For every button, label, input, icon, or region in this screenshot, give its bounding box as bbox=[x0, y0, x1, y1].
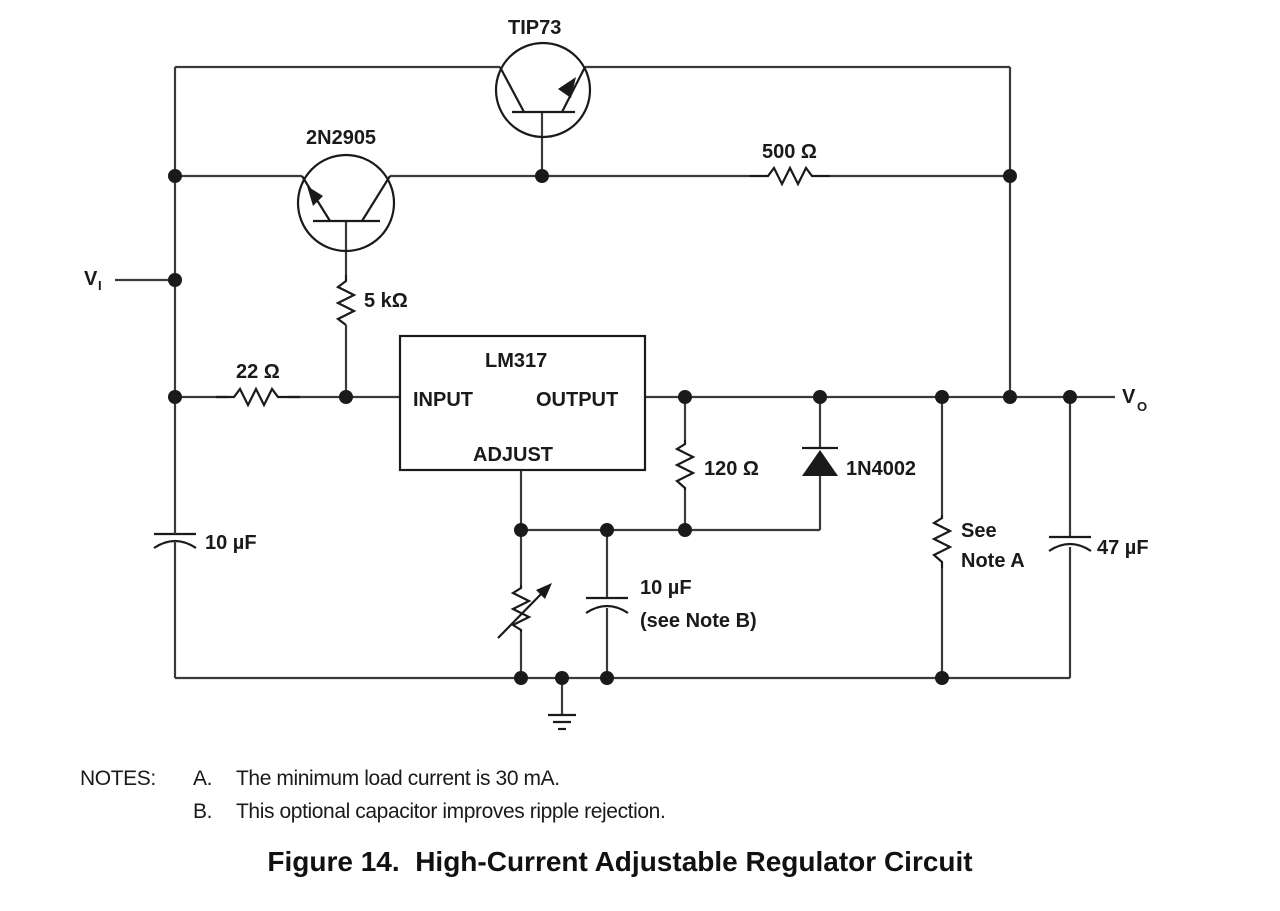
diode-triangle-icon bbox=[802, 450, 838, 476]
resistor-5k-label: 5 kΩ bbox=[364, 290, 408, 312]
tip73-label: TIP73 bbox=[508, 17, 561, 39]
junction-node bbox=[935, 671, 949, 685]
junction-node bbox=[514, 523, 528, 537]
cadj-note: (see Note B) bbox=[640, 610, 757, 632]
junction-node bbox=[168, 273, 182, 287]
junction-node bbox=[168, 169, 182, 183]
regulator-adjust-pin: ADJUST bbox=[473, 444, 553, 466]
junction-node bbox=[555, 671, 569, 685]
capacitor-curved-plate bbox=[1048, 542, 1092, 552]
note-letter: A. bbox=[193, 766, 213, 790]
vout-subscript: O bbox=[1137, 399, 1147, 414]
note-row: B. This optional capacitor improves ripp… bbox=[80, 795, 666, 828]
emitter-arrow-icon bbox=[307, 186, 323, 206]
junction-node bbox=[168, 390, 182, 404]
regulator-part-label: LM317 bbox=[485, 350, 547, 372]
capacitor-47uf: 47 µF bbox=[1048, 535, 1149, 559]
resistor-22-label: 22 Ω bbox=[236, 361, 280, 383]
junction-node bbox=[813, 390, 827, 404]
resistor-5k-ohm: 5 kΩ bbox=[335, 275, 408, 326]
notes-header: NOTES: bbox=[80, 766, 156, 790]
2n2905-label: 2N2905 bbox=[306, 127, 376, 149]
capacitor-curved-plate bbox=[585, 604, 629, 614]
input-terminal: V I bbox=[84, 268, 102, 293]
transistor-2n2905: 2N2905 bbox=[296, 127, 396, 253]
resistor-500-ohm: 500 Ω bbox=[750, 141, 830, 187]
output-terminal: V O bbox=[1122, 386, 1147, 414]
junction-node bbox=[535, 169, 549, 183]
junction-node bbox=[514, 671, 528, 685]
diode-label: 1N4002 bbox=[846, 458, 916, 480]
vout-label: V bbox=[1122, 386, 1136, 408]
capacitor-10uf-input: 10 µF bbox=[153, 520, 257, 554]
variable-arrow-icon bbox=[536, 583, 552, 599]
resistor-zigzag-icon bbox=[674, 440, 696, 490]
junction-node bbox=[678, 390, 692, 404]
note-text: The minimum load current is 30 mA. bbox=[236, 766, 560, 790]
regulator-output-pin: OUTPUT bbox=[536, 389, 618, 411]
cadj-label: 10 µF bbox=[640, 577, 692, 599]
load-label-line1: See bbox=[961, 520, 997, 542]
junction-node bbox=[935, 390, 949, 404]
resistor-500-label: 500 Ω bbox=[762, 141, 817, 163]
capacitor-10uf-adjust: 10 µF (see Note B) bbox=[585, 577, 757, 632]
transistor-tip73: TIP73 bbox=[494, 17, 592, 139]
resistor-22-ohm: 22 Ω bbox=[216, 361, 300, 408]
junction-node bbox=[1003, 390, 1017, 404]
note-letter: B. bbox=[193, 799, 213, 823]
notes-section: NOTES: A. The minimum load current is 30… bbox=[80, 762, 666, 828]
resistor-load: See Note A bbox=[931, 515, 1025, 572]
junction-node bbox=[600, 671, 614, 685]
regulator-body bbox=[398, 334, 647, 472]
junction-node bbox=[339, 390, 353, 404]
junction-nodes bbox=[168, 169, 1077, 685]
junction-node bbox=[600, 523, 614, 537]
regulator-input-pin: INPUT bbox=[413, 389, 473, 411]
junction-node bbox=[1003, 169, 1017, 183]
resistor-zigzag-icon bbox=[335, 275, 357, 326]
diode-1n4002: 1N4002 bbox=[802, 446, 916, 480]
ground-symbol-icon bbox=[548, 713, 576, 731]
variable-arrow-shaft bbox=[497, 589, 546, 639]
cout-label: 47 µF bbox=[1097, 537, 1149, 559]
cin-label: 10 µF bbox=[205, 532, 257, 554]
variable-resistor-adjust bbox=[497, 583, 552, 639]
load-label-line2: Note A bbox=[961, 550, 1025, 572]
junction-node bbox=[678, 523, 692, 537]
emitter-arrow-icon bbox=[558, 77, 576, 98]
figure-caption: Figure 14. High-Current Adjustable Regul… bbox=[267, 846, 973, 877]
junction-node bbox=[1063, 390, 1077, 404]
transistor-body bbox=[494, 41, 592, 139]
transistor-body bbox=[296, 153, 396, 253]
note-row: NOTES: A. The minimum load current is 30… bbox=[80, 762, 665, 795]
resistor-zigzag-icon bbox=[931, 515, 953, 568]
vin-subscript: I bbox=[98, 278, 102, 293]
resistor-zigzag-icon bbox=[750, 165, 830, 187]
resistor-zigzag-icon bbox=[510, 585, 532, 632]
regulator-lm317: LM317 INPUT OUTPUT ADJUST bbox=[398, 334, 647, 472]
resistor-zigzag-icon bbox=[216, 386, 300, 408]
resistor-120-ohm: 120 Ω bbox=[674, 440, 759, 490]
note-text: This optional capacitor improves ripple … bbox=[236, 799, 666, 823]
resistor-120-label: 120 Ω bbox=[704, 458, 759, 480]
vin-label: V bbox=[84, 268, 98, 290]
